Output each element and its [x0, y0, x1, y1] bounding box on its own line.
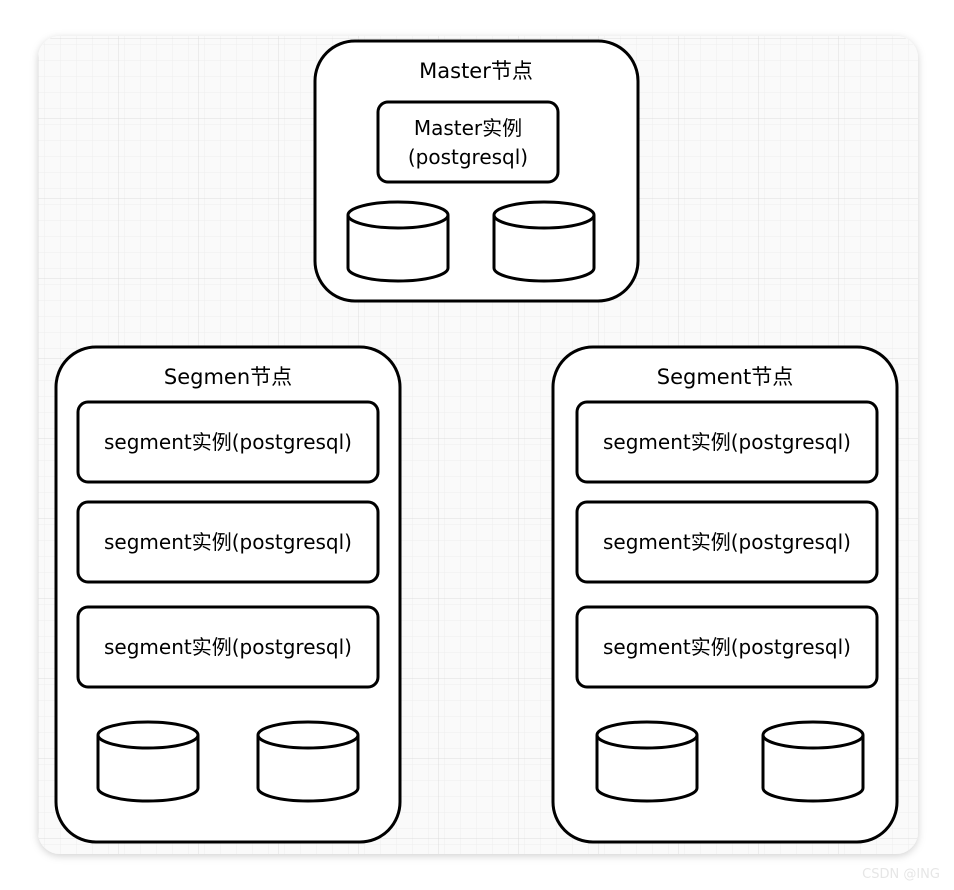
watermark: CSDN @ING — [862, 867, 940, 882]
segment-node-1[interactable]: Segmen节点 segment实例(postgresql) segment实例… — [54, 345, 402, 844]
master-node[interactable]: Master节点 Master实例 (postgresql) — [313, 39, 640, 303]
segment-instance-label: segment实例(postgresql) — [104, 635, 352, 659]
segment-instance-box — [575, 500, 879, 584]
master-instance-box — [376, 100, 560, 184]
database-cylinder-icon — [595, 720, 699, 803]
segment-instance[interactable]: segment实例(postgresql) — [575, 500, 879, 584]
segment-instance-label: segment实例(postgresql) — [603, 635, 851, 659]
segment-instance[interactable]: segment实例(postgresql) — [575, 400, 879, 484]
master-instance-sublabel: (postgresql) — [408, 145, 528, 169]
segment-instance-label: segment实例(postgresql) — [104, 530, 352, 554]
segment-instance[interactable]: segment实例(postgresql) — [76, 400, 380, 484]
database-cylinder-icon — [256, 720, 360, 803]
master-instance[interactable]: Master实例 (postgresql) — [376, 100, 560, 184]
segment-instance-box — [76, 500, 380, 584]
segment-instance-label: segment实例(postgresql) — [104, 430, 352, 454]
segment-instance-box — [76, 400, 380, 484]
segment-node-2[interactable]: Segment节点 segment实例(postgresql) segment实… — [551, 345, 899, 844]
database-cylinder-icon — [346, 200, 450, 283]
segment-instance-label: segment实例(postgresql) — [603, 530, 851, 554]
segment-instance[interactable]: segment实例(postgresql) — [76, 500, 380, 584]
database-cylinder-icon — [96, 720, 200, 803]
segment-instance-label: segment实例(postgresql) — [603, 430, 851, 454]
segment-instance-box — [76, 605, 380, 689]
segment-instance[interactable]: segment实例(postgresql) — [76, 605, 380, 689]
segment-node-2-title: Segment节点 — [657, 365, 794, 389]
segment-instance-box — [575, 400, 879, 484]
database-cylinder-icon — [761, 720, 865, 803]
database-cylinder-icon — [492, 200, 596, 283]
master-node-title: Master节点 — [419, 59, 533, 83]
segment-node-1-title: Segmen节点 — [164, 365, 292, 389]
segment-instance-box — [575, 605, 879, 689]
segment-instance[interactable]: segment实例(postgresql) — [575, 605, 879, 689]
master-instance-label: Master实例 — [414, 116, 522, 140]
